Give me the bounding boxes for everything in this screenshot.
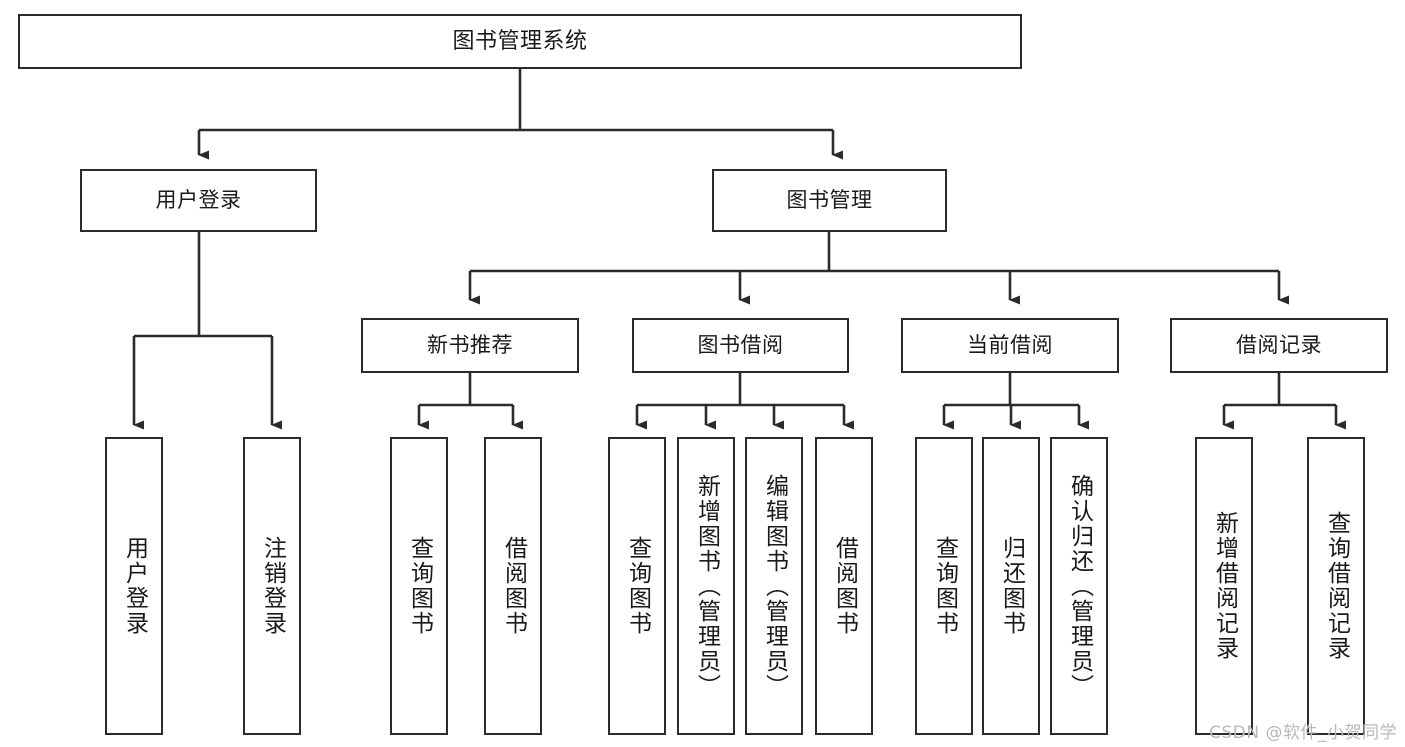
node-label: 当前借阅 — [967, 333, 1053, 358]
node-label: 新书推荐 — [427, 333, 513, 358]
node-label: 查询图书 — [624, 536, 651, 636]
node-label: 新增借阅记录 — [1211, 511, 1238, 661]
node-label: 注销登录 — [259, 536, 286, 636]
node-label: 查询借阅记录 — [1323, 511, 1350, 661]
leaf-new-book-query[interactable]: 查询图书 — [390, 437, 448, 735]
leaf-borrow-edit-book-admin[interactable]: 编辑图书（管理员） — [745, 437, 803, 735]
node-label: 图书管理 — [786, 188, 873, 213]
node-label: 图书管理系统 — [452, 28, 588, 54]
leaf-current-confirm-return-admin[interactable]: 确认归还（管理员） — [1050, 437, 1108, 735]
leaf-borrow-add-book-admin[interactable]: 新增图书（管理员） — [677, 437, 735, 735]
node-borrow-record[interactable]: 借阅记录 — [1170, 318, 1388, 373]
node-label: 用户登录 — [155, 188, 242, 213]
leaf-new-book-borrow[interactable]: 借阅图书 — [484, 437, 542, 735]
leaf-record-query-record[interactable]: 查询借阅记录 — [1307, 437, 1365, 735]
node-label: 图书借阅 — [697, 333, 784, 358]
leaf-current-return-book[interactable]: 归还图书 — [982, 437, 1040, 735]
leaf-current-query-book[interactable]: 查询图书 — [915, 437, 973, 735]
watermark-text: CSDN @软件_小贺同学 — [1209, 723, 1397, 743]
leaf-user-login-login[interactable]: 用户登录 — [105, 437, 163, 735]
node-label: 借阅记录 — [1236, 333, 1322, 358]
node-label: 查询图书 — [406, 536, 433, 636]
node-label: 用户登录 — [121, 536, 148, 636]
node-label: 查询图书 — [931, 536, 958, 636]
node-label: 归还图书 — [998, 536, 1025, 636]
node-label: 借阅图书 — [500, 536, 527, 636]
leaf-user-login-logout[interactable]: 注销登录 — [243, 437, 301, 735]
node-new-book-recommend[interactable]: 新书推荐 — [361, 318, 579, 373]
node-current-borrow[interactable]: 当前借阅 — [901, 318, 1119, 373]
node-label: 新增图书（管理员） — [693, 473, 720, 699]
leaf-record-add-record[interactable]: 新增借阅记录 — [1195, 437, 1253, 735]
node-book-management[interactable]: 图书管理 — [712, 169, 947, 232]
leaf-borrow-query-book[interactable]: 查询图书 — [608, 437, 666, 735]
node-label: 确认归还（管理员） — [1066, 473, 1093, 699]
node-user-login[interactable]: 用户登录 — [80, 169, 317, 232]
node-label: 编辑图书（管理员） — [761, 473, 788, 699]
node-book-borrow[interactable]: 图书借阅 — [632, 318, 849, 373]
node-root-system[interactable]: 图书管理系统 — [18, 14, 1022, 69]
leaf-borrow-borrow-book[interactable]: 借阅图书 — [815, 437, 873, 735]
node-label: 借阅图书 — [831, 536, 858, 636]
